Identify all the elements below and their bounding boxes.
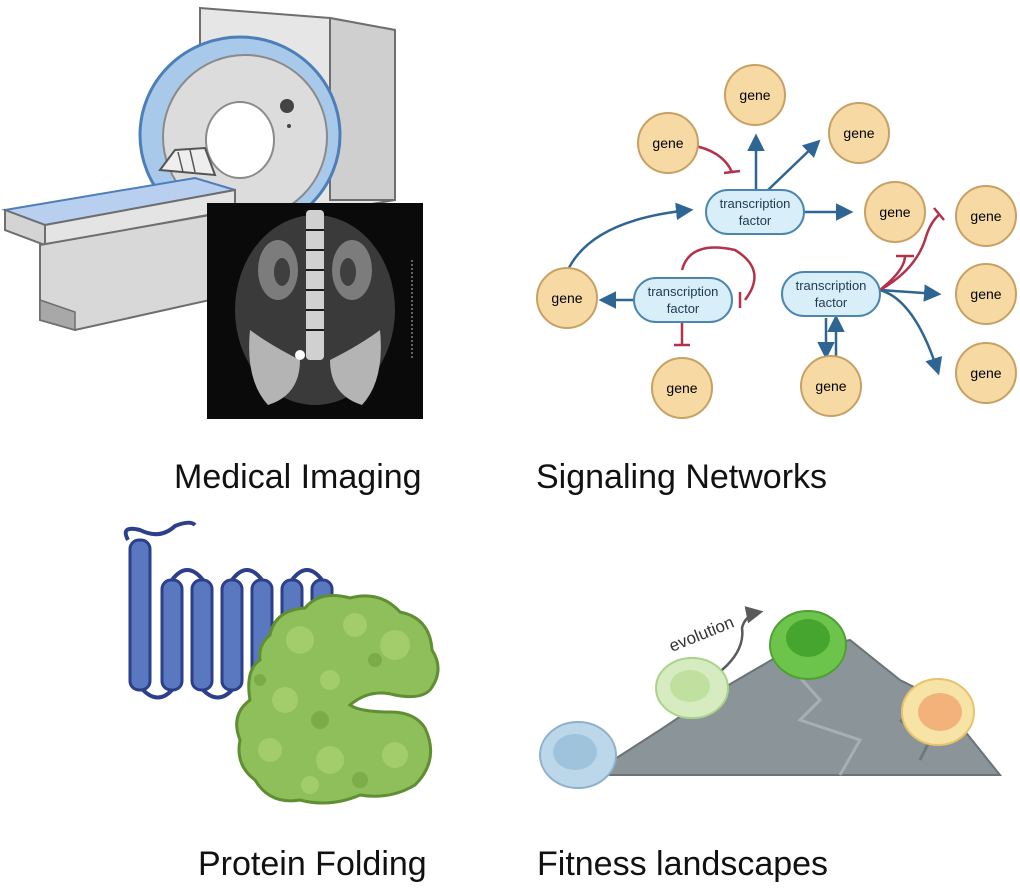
fitness-landscape-illustration: evolution (539, 606, 1003, 789)
svg-text:gene: gene (551, 290, 582, 306)
cell-orange-icon (901, 678, 975, 746)
medical-imaging-illustration (1, 6, 423, 419)
activation-arrows (565, 133, 943, 376)
gene-node: gene (955, 342, 1017, 404)
gene-node: gene (864, 181, 926, 243)
svg-text:gene: gene (970, 286, 1001, 302)
svg-text:gene: gene (652, 135, 683, 151)
transcription-factor-right: transcription factor (781, 271, 881, 317)
evolution-label: evolution (666, 613, 736, 656)
gene-node: gene (955, 263, 1017, 325)
svg-text:gene: gene (666, 380, 697, 396)
svg-text:gene: gene (739, 87, 770, 103)
inhibition-arrows (674, 143, 945, 347)
gene-node: gene (800, 355, 862, 417)
caption-medical-imaging: Medical Imaging (174, 458, 422, 496)
svg-text:transcription: transcription (648, 284, 719, 299)
gene-node: gene (651, 357, 713, 419)
evolution-arrow-icon (721, 606, 764, 671)
svg-text:gene: gene (970, 208, 1001, 224)
svg-text:transcription: transcription (796, 278, 867, 293)
ct-scan-image (207, 203, 423, 419)
gene-node: gene (536, 267, 598, 329)
svg-text:factor: factor (667, 301, 700, 316)
svg-text:factor: factor (739, 213, 772, 228)
svg-text:gene: gene (815, 378, 846, 394)
svg-text:factor: factor (815, 295, 848, 310)
svg-text:transcription: transcription (720, 196, 791, 211)
cell-green-icon (769, 610, 847, 680)
protein-folding-illustration (123, 520, 440, 805)
mri-scanner-icon (1, 6, 396, 332)
gene-node: gene (637, 112, 699, 174)
signaling-network-diagram: transcription factor transcription facto… (536, 64, 1017, 419)
cell-blue-icon (539, 721, 617, 789)
folded-protein-icon (235, 594, 440, 805)
transcription-factor-top: transcription factor (705, 189, 805, 235)
caption-signaling-networks: Signaling Networks (536, 458, 828, 496)
transcription-factor-left: transcription factor (633, 277, 733, 323)
caption-fitness-landscapes: Fitness landscapes (537, 845, 829, 883)
svg-text:gene: gene (879, 204, 910, 220)
gene-node: gene (828, 102, 890, 164)
caption-protein-folding: Protein Folding (198, 845, 427, 883)
gene-node: gene (724, 64, 786, 126)
cell-light-green-icon (655, 657, 729, 719)
svg-text:gene: gene (970, 365, 1001, 381)
gene-node: gene (955, 185, 1017, 247)
svg-text:gene: gene (843, 125, 874, 141)
